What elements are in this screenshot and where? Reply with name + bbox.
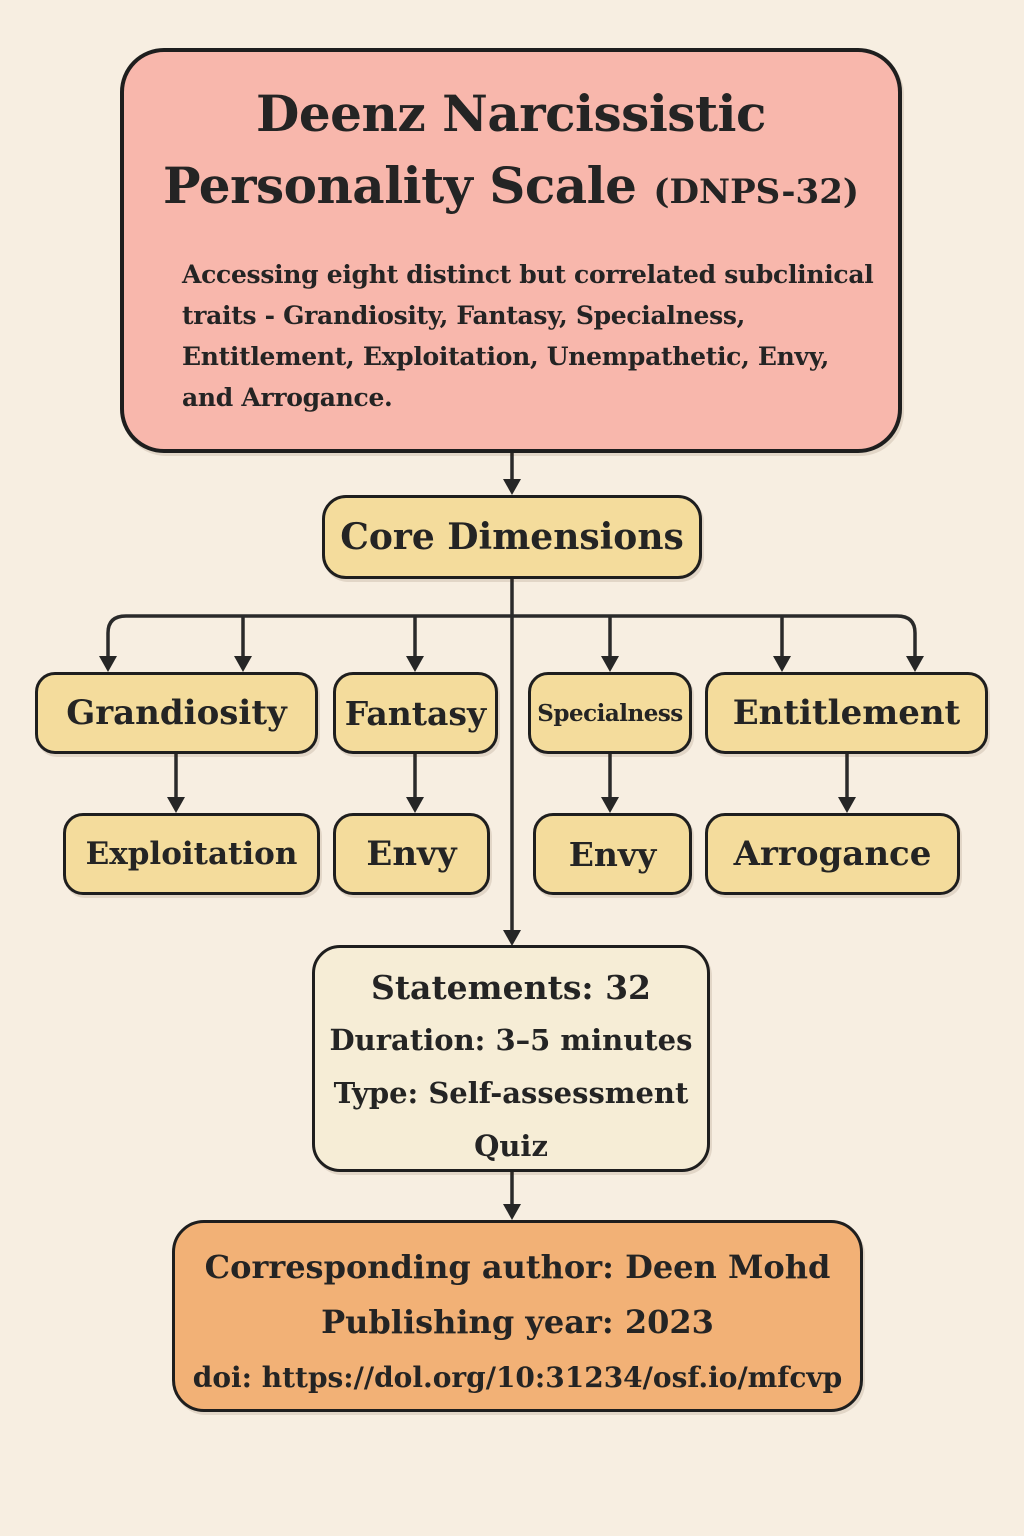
header-card: Deenz Narcissistic Personality Scale (DN… bbox=[120, 48, 902, 453]
description-line: Accessing eight distinct but correlated … bbox=[182, 260, 874, 289]
title-line2: Personality Scale (DNPS-32) bbox=[124, 150, 898, 228]
doi-link: doi: https://dol.org/10:31234/osf.io/mfc… bbox=[192, 1361, 843, 1394]
dimension-node-specialness: Specialness bbox=[528, 672, 692, 754]
quiz-type-line2: Quiz bbox=[474, 1129, 548, 1163]
dimension-node-arrogance: Arrogance bbox=[705, 813, 960, 895]
title-line1: Deenz Narcissistic bbox=[256, 84, 767, 143]
scale-title: Deenz Narcissistic Personality Scale (DN… bbox=[124, 78, 898, 228]
description-line: and Arrogance. bbox=[182, 383, 393, 412]
quiz-details-node: Statements: 32 Duration: 3–5 minutes Typ… bbox=[312, 945, 710, 1172]
description-line: Entitlement, Exploitation, Unempathetic,… bbox=[182, 342, 829, 371]
dimension-node-envy-2: Envy bbox=[533, 813, 692, 895]
description-line: traits - Grandiosity, Fantasy, Specialne… bbox=[182, 301, 746, 330]
statements-count: Statements: 32 bbox=[370, 968, 652, 1007]
title-line2-text: Personality Scale bbox=[163, 156, 637, 215]
dimension-node-entitlement: Entitlement bbox=[705, 672, 988, 754]
publication-info-node: Corresponding author: Deen Mohd Publishi… bbox=[172, 1220, 863, 1412]
scale-description: Accessing eight distinct but correlated … bbox=[124, 254, 898, 418]
dimension-node-exploitation: Exploitation bbox=[63, 813, 320, 895]
title-abbreviation: (DNPS-32) bbox=[653, 172, 859, 212]
dimension-node-envy-1: Envy bbox=[333, 813, 490, 895]
core-dimensions-node: Core Dimensions bbox=[322, 495, 702, 579]
corresponding-author: Corresponding author: Deen Mohd bbox=[204, 1248, 831, 1286]
duration: Duration: 3–5 minutes bbox=[329, 1023, 693, 1057]
dimension-node-fantasy: Fantasy bbox=[333, 672, 498, 754]
publishing-year: Publishing year: 2023 bbox=[321, 1303, 714, 1341]
dimension-node-grandiosity: Grandiosity bbox=[35, 672, 318, 754]
quiz-type-line1: Type: Self-assessment bbox=[333, 1076, 689, 1110]
